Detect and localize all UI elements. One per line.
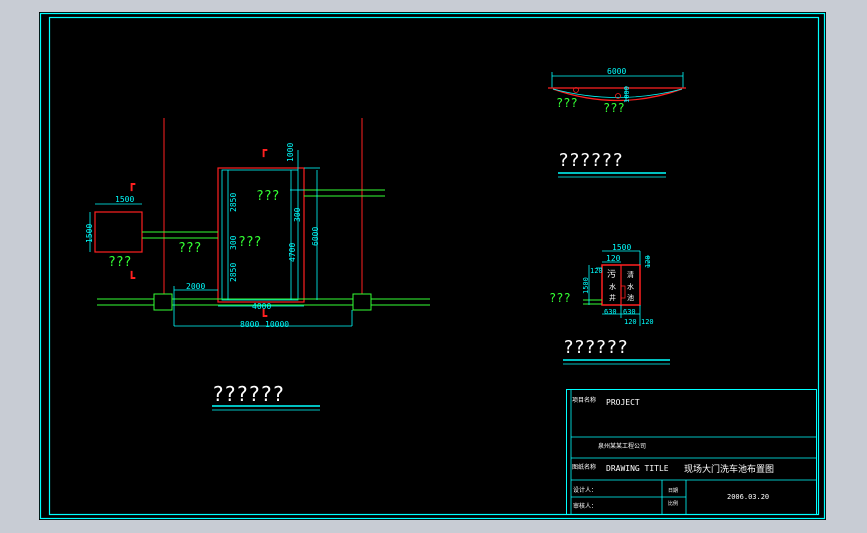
tank-cell-text: 污 <box>607 268 616 280</box>
dim-text: 630 <box>604 308 617 316</box>
catch-basin-right <box>352 293 372 311</box>
drawing-value: DRAWING TITLE <box>606 464 669 473</box>
catch-basin-left <box>153 293 173 311</box>
dim-text: 1500 <box>115 195 134 204</box>
dim-text: 630 <box>623 308 636 316</box>
section-label: ??? <box>556 96 578 110</box>
section-mark: ┗ <box>128 270 136 285</box>
site-plan: 1000 2850 300 2850 300 4700 6000 1500 15… <box>85 118 430 411</box>
drawing-label: 图纸名称 <box>572 463 596 471</box>
tank-cell-text: 池 <box>627 293 634 302</box>
dim-text: 6000 <box>607 67 626 76</box>
date-label: 日期 <box>668 488 678 494</box>
outer-frame <box>39 12 826 520</box>
tank-label: ??? <box>549 291 571 305</box>
dim-text: 120 <box>624 318 637 326</box>
section-mark: ┗ <box>260 308 268 323</box>
dim-text: 4700 <box>288 243 297 262</box>
dim-text: 4000 <box>252 302 271 311</box>
dim-text: 1500 <box>612 243 631 252</box>
dim-text: 120 <box>606 254 621 263</box>
dim-text: 1500 <box>85 224 94 243</box>
plan-label: ??? <box>178 241 201 256</box>
tank-caption: ?????? <box>563 337 628 358</box>
section-mark: ┏ <box>128 177 136 192</box>
wash-pond <box>217 167 305 303</box>
dim-text: 120 <box>641 318 654 326</box>
dim-text: 300 <box>293 207 302 222</box>
section-label: ??? <box>603 101 625 115</box>
tank-cell-text: 清 <box>627 270 634 279</box>
project-label: 项目名称 <box>572 396 596 404</box>
dim-text: 1000 <box>623 86 631 103</box>
dim-text: 2850 <box>229 193 238 212</box>
tank-detail: 1500 120 120 1500 120 630 630 120 120 污 … <box>549 243 670 365</box>
date-value: 2006.03.20 <box>727 493 769 501</box>
dim-text: 2000 <box>186 282 205 291</box>
company-name: 泉州某某工程公司 <box>598 442 646 450</box>
section-mark: ┏ <box>260 143 268 158</box>
tank-overflow <box>620 285 626 299</box>
plan-label: ??? <box>256 189 279 204</box>
scale-label: 比例 <box>668 500 678 507</box>
dim-text: 8000 <box>240 320 259 329</box>
pond-edge <box>221 169 299 301</box>
dim-text: 1000 <box>286 143 295 162</box>
tank-cell-text: 水 <box>627 282 634 291</box>
dim-text: 10000 <box>265 320 289 329</box>
dim-text: 120 <box>590 267 603 275</box>
dim-text: 1500 <box>582 277 590 294</box>
dim-text: 300 <box>229 235 238 250</box>
tank-cell-text: 井 <box>609 293 616 302</box>
dim-text: 6000 <box>311 227 320 246</box>
title-block: 项目名称 PROJECT 泉州某某工程公司 图纸名称 DRAWING TITLE… <box>566 389 817 515</box>
designer-label: 设计人： <box>573 486 597 494</box>
section-caption: ?????? <box>558 150 623 171</box>
plan-caption: ?????? <box>212 382 284 406</box>
tank-cell-text: 水 <box>609 282 616 291</box>
pond-section-curve <box>552 88 683 102</box>
section-detail: 6000 1000 ??? ??? ?????? <box>548 67 686 178</box>
dim-text: 2850 <box>229 263 238 282</box>
paper-sheet <box>39 12 826 520</box>
drawing-name: 现场大门洗车池布置图 <box>684 463 774 475</box>
plan-label: ??? <box>108 255 131 270</box>
dim-text: 120 <box>644 255 652 268</box>
project-value: PROJECT <box>606 398 640 407</box>
inner-frame <box>48 16 820 516</box>
plan-label: ??? <box>238 235 261 250</box>
checker-label: 审核人： <box>573 502 597 510</box>
